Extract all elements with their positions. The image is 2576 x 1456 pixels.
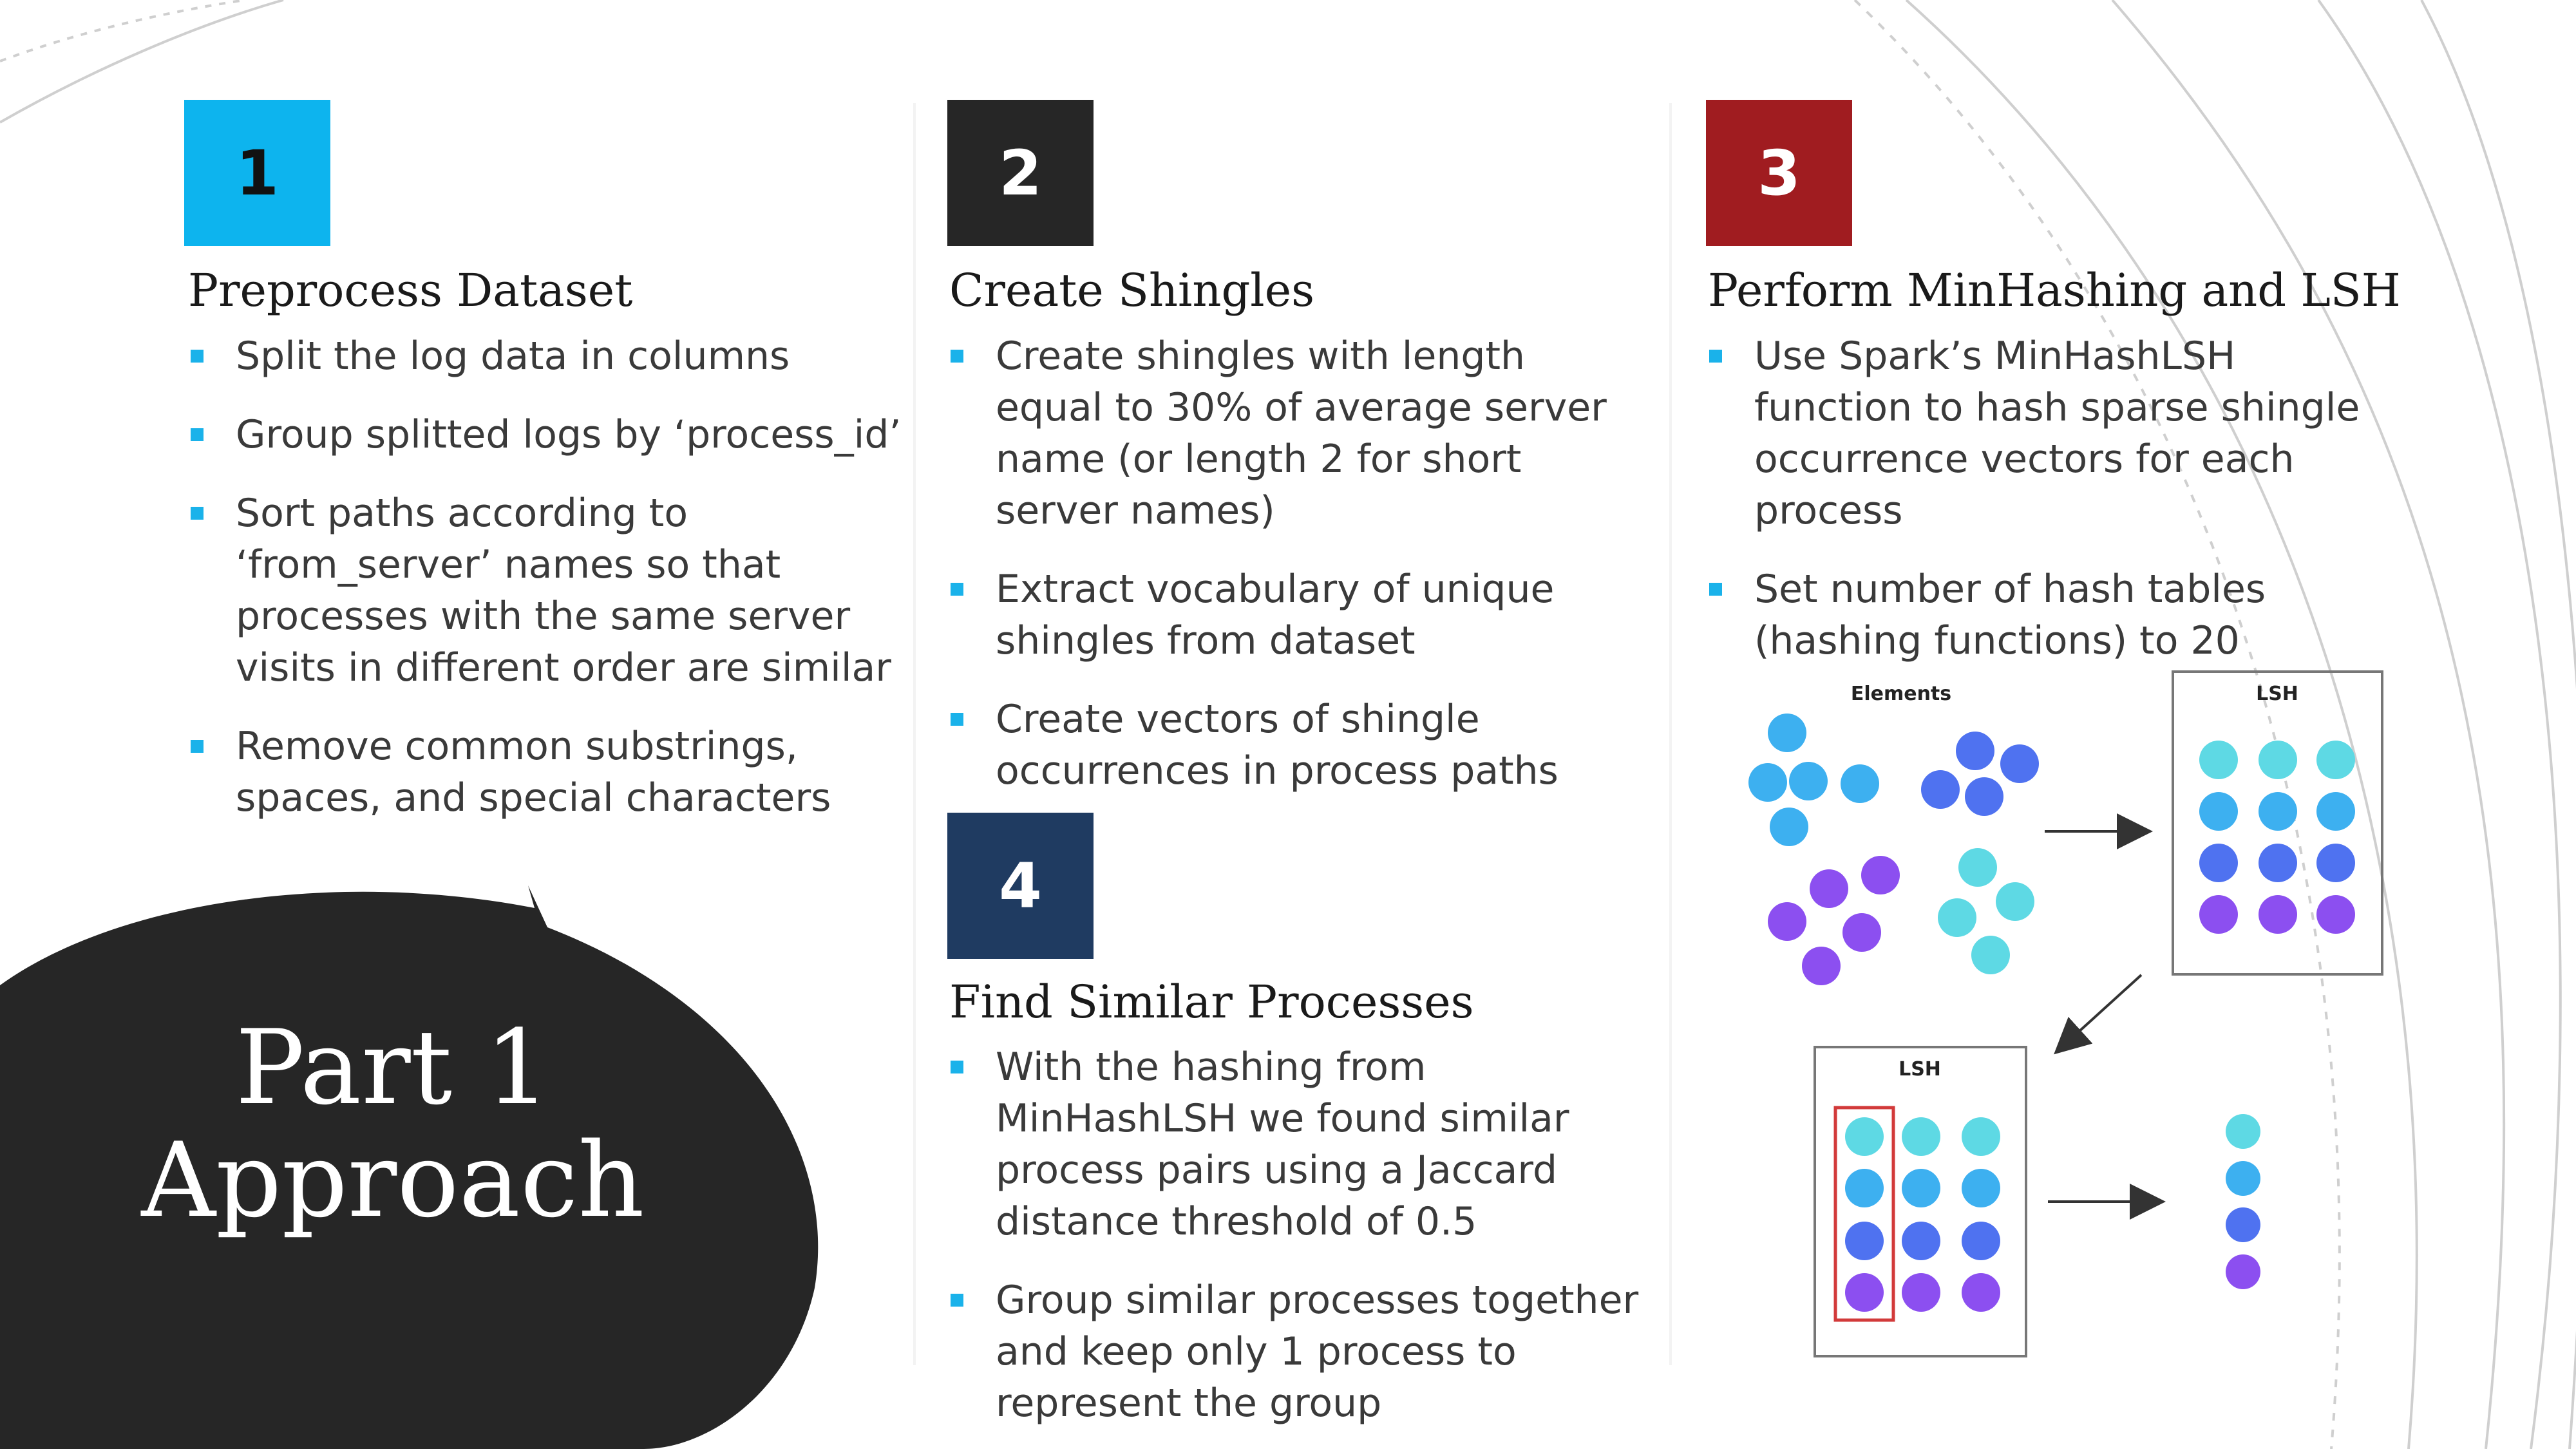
- step-4-bullet-2: Group similar processes together and kee…: [947, 1274, 1642, 1429]
- element-dot: [1956, 732, 1994, 770]
- element-cluster-3: [1768, 856, 1900, 985]
- step-3-bullet-2: Set number of hash tables (hashing funct…: [1705, 563, 2388, 667]
- step-2-heading: Create Shingles: [949, 264, 1315, 317]
- lsh-diagram: Elements LSH: [1748, 670, 2383, 1357]
- lsh-box-top: [2172, 670, 2383, 976]
- hash-dot: [2259, 741, 2297, 779]
- lsh-top-label: LSH: [2256, 683, 2298, 705]
- hash-dot: [1902, 1117, 1940, 1156]
- hash-dot: [1845, 1169, 1884, 1207]
- element-dot: [1971, 936, 2010, 974]
- element-dot: [1810, 869, 1848, 908]
- hash-dot: [2199, 792, 2238, 831]
- slide-title-line2: Approach: [141, 1120, 645, 1240]
- element-dot: [1841, 764, 1879, 803]
- hash-dot: [1902, 1222, 1940, 1260]
- element-dot: [1802, 947, 1841, 985]
- step-2-bullet-2: Extract vocabulary of unique shingles fr…: [947, 563, 1642, 667]
- hash-dot: [2259, 844, 2297, 882]
- element-dot: [1921, 770, 1960, 809]
- result-dot: [2226, 1114, 2260, 1149]
- element-dot: [1958, 848, 1997, 887]
- hash-dot: [1845, 1273, 1884, 1312]
- hash-dot: [1962, 1222, 2000, 1260]
- step-1-bullet-4: Remove common substrings, spaces, and sp…: [187, 721, 908, 824]
- step-3-number: 3: [1757, 137, 1801, 209]
- element-dot: [1789, 762, 1828, 800]
- step-3-bullets: Use Spark’s MinHashLSH function to hash …: [1705, 330, 2388, 694]
- element-dot: [1965, 777, 2003, 816]
- hash-dot: [2316, 792, 2355, 831]
- step-1-bullet-3: Sort paths according to ‘from_server’ na…: [187, 487, 908, 694]
- element-dot: [1938, 898, 1976, 937]
- lsh-bottom-grid: [1845, 1117, 2000, 1312]
- step-3-heading: Perform MinHashing and LSH: [1708, 264, 2401, 317]
- hash-dot: [2316, 895, 2355, 934]
- result-dot: [2226, 1254, 2260, 1289]
- step-2-number: 2: [999, 137, 1042, 209]
- result-column: [2226, 1114, 2260, 1289]
- elements-label: Elements: [1851, 683, 1951, 705]
- hash-dot: [1902, 1169, 1940, 1207]
- hash-dot: [2259, 792, 2297, 831]
- step-4-heading: Find Similar Processes: [949, 976, 1474, 1028]
- element-dot: [1748, 763, 1787, 802]
- element-dot: [1770, 808, 1808, 846]
- lsh-box-bottom: [1814, 1046, 2027, 1357]
- hash-dot: [1845, 1222, 1884, 1260]
- step-4-badge: 4: [947, 813, 1094, 959]
- hash-dot: [1845, 1117, 1884, 1156]
- step-1-number: 1: [236, 137, 279, 209]
- hash-dot: [2199, 844, 2238, 882]
- element-dot: [2000, 744, 2039, 783]
- hash-dot: [2199, 741, 2238, 779]
- element-dot: [1842, 913, 1881, 952]
- element-dot: [1861, 856, 1900, 894]
- element-dot: [1768, 902, 1806, 941]
- element-cluster-1: [1748, 714, 1879, 846]
- step-4-number: 4: [999, 849, 1042, 922]
- result-dot: [2226, 1207, 2260, 1242]
- hash-dot: [2259, 895, 2297, 934]
- step-1-heading: Preprocess Dataset: [188, 264, 633, 317]
- element-cluster-2: [1921, 732, 2039, 816]
- step-3-bullet-1: Use Spark’s MinHashLSH function to hash …: [1705, 330, 2388, 536]
- arrow-lsh-to-lsh: [2054, 974, 2143, 1055]
- hash-dot: [2316, 844, 2355, 882]
- hash-dot: [1902, 1273, 1940, 1312]
- slide-title: Part 1 Approach: [103, 1011, 683, 1236]
- step-2-bullets: Create shingles with length equal to 30%…: [947, 330, 1642, 824]
- bubble-shape: [0, 885, 819, 1449]
- hash-dot: [1962, 1117, 2000, 1156]
- bucket-highlight: [1833, 1106, 1895, 1322]
- hash-dot: [2316, 741, 2355, 779]
- step-2-bullet-3: Create vectors of shingle occurrences in…: [947, 694, 1642, 797]
- lsh-bottom-label: LSH: [1899, 1058, 1941, 1081]
- step-4-bullet-1: With the hashing from MinHashLSH we foun…: [947, 1041, 1642, 1247]
- step-2-bullet-1: Create shingles with length equal to 30%…: [947, 330, 1642, 536]
- slide-title-line1: Part 1: [235, 1007, 551, 1128]
- result-dot: [2226, 1161, 2260, 1196]
- hash-dot: [1962, 1169, 2000, 1207]
- element-dot: [1996, 882, 2034, 921]
- element-cluster-4: [1938, 848, 2034, 974]
- step-3-badge: 3: [1706, 100, 1852, 246]
- step-1-bullet-1: Split the log data in columns: [187, 330, 908, 382]
- step-1-bullets: Split the log data in columns Group spli…: [187, 330, 908, 851]
- column-divider-1: [913, 103, 916, 1365]
- lsh-top-grid: [2199, 741, 2355, 934]
- hash-dot: [2199, 895, 2238, 934]
- hash-dot: [1962, 1273, 2000, 1312]
- element-dot: [1768, 714, 1806, 752]
- step-4-bullets: With the hashing from MinHashLSH we foun…: [947, 1041, 1642, 1456]
- step-2-badge: 2: [947, 100, 1094, 246]
- step-1-bullet-2: Group splitted logs by ‘process_id’: [187, 409, 908, 460]
- column-divider-2: [1669, 103, 1672, 1365]
- step-1-badge: 1: [184, 100, 330, 246]
